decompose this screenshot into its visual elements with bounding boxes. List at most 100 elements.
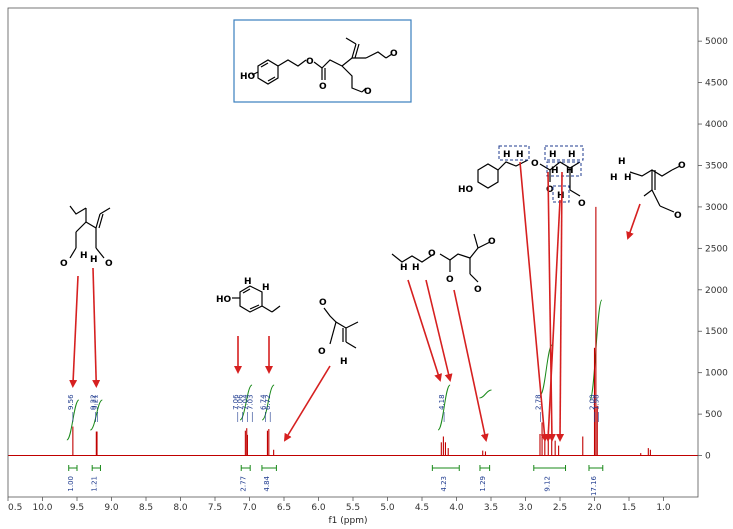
methyl-aldehyde-o-2: O	[674, 211, 682, 221]
y-tick-label: 4000	[705, 120, 728, 130]
y-tick-label: 0	[705, 452, 711, 462]
peak-label: 6.74	[259, 394, 267, 410]
methylene-fragment-structure: HO O O O H H H H H H H	[458, 145, 586, 209]
annotation-arrow	[425, 279, 453, 382]
integral-label: 17.16	[590, 475, 598, 496]
integral-curve	[479, 389, 492, 399]
x-tick-label: 7.0	[242, 503, 257, 513]
x-tick-label: 10.0	[32, 503, 52, 513]
integral-label: 1.21	[90, 476, 98, 492]
annotation-arrow	[453, 289, 489, 442]
integral-label: 4.23	[440, 476, 448, 492]
upper-h-2: H	[516, 150, 524, 160]
x-tick-label: 2.0	[587, 503, 602, 513]
annotation-arrow	[547, 171, 556, 442]
y-tick-label: 1500	[705, 327, 728, 337]
x-tick-label: 5.5	[346, 503, 360, 513]
upper-h-7: H	[557, 191, 565, 201]
annotation-arrow	[519, 161, 549, 442]
y-tick-label: 4500	[705, 79, 728, 89]
hydroxyl-label: HO	[240, 72, 256, 82]
annotation-arrow	[556, 171, 565, 442]
methyl-fragment-structure: H H H O O	[610, 157, 686, 221]
y-tick-label: 5000	[705, 37, 728, 47]
y-tick-label: 500	[705, 410, 722, 420]
ester-aldehyde-o: O	[488, 237, 496, 247]
upper-ho-label: HO	[458, 185, 474, 195]
x-tick-label: 1.0	[656, 503, 671, 513]
peak-label: 7.03	[246, 394, 254, 410]
upper-h-5: H	[551, 166, 559, 176]
ester-h-1: H	[400, 263, 408, 273]
peak-label: 9.21	[92, 394, 100, 410]
integral-curve	[239, 384, 253, 421]
methyl-h-2: H	[610, 173, 618, 183]
upper-carbonyl-o: O	[546, 185, 554, 195]
carbonyl-oxygen-label: O	[319, 82, 327, 92]
annotation-arrow	[407, 279, 442, 382]
integral-curve	[437, 384, 451, 431]
x-tick-label: 1.5	[622, 503, 636, 513]
x-tick-label: 3.0	[518, 503, 533, 513]
upper-h-6: H	[566, 166, 574, 176]
upper-aldehyde-o: O	[578, 199, 586, 209]
annotation-arrow	[544, 199, 561, 442]
peak-label: 1.98	[593, 394, 601, 410]
peak-label: 7.06	[237, 394, 245, 410]
x-tick-label: 8.0	[173, 503, 188, 513]
integral-label: 4.84	[263, 475, 271, 491]
upper-h-1: H	[503, 150, 511, 160]
phenol-ho-label: HO	[216, 295, 232, 305]
ester-oxygen-label: O	[306, 57, 314, 67]
spectrum-trace	[8, 206, 698, 457]
upper-h-3: H	[549, 150, 557, 160]
x-tick-label: 4.0	[449, 503, 464, 513]
ester-fragment-structure: H H O O O O	[391, 233, 496, 295]
integral-curve	[261, 384, 275, 421]
annotation-arrow	[92, 267, 101, 388]
x-tick-label: 5.0	[380, 503, 395, 513]
methyl-h-1: H	[618, 157, 626, 167]
ester-aldehyde-o-2: O	[474, 285, 482, 295]
phenol-h-top: H	[244, 277, 252, 287]
aldehyde-h-left: H	[80, 251, 88, 261]
y-tick-label: 3000	[705, 203, 728, 213]
peak-label: 6.72	[264, 394, 272, 410]
integral-label: 1.00	[67, 476, 75, 492]
integral-label: 2.77	[240, 476, 248, 492]
x-tick-label: 7.5	[208, 503, 222, 513]
x-tick-label: 9.0	[104, 503, 119, 513]
x-tick-label: 9.5	[70, 503, 84, 513]
upper-h-4: H	[568, 150, 576, 160]
peak-label: 9.56	[67, 394, 75, 410]
x-tick-label: 8.5	[139, 503, 153, 513]
aldehyde-o-left: O	[60, 259, 68, 269]
peak-label: 7.06	[232, 394, 240, 410]
y-tick-label: 1000	[705, 369, 728, 379]
x-tick-label: 6.0	[311, 503, 326, 513]
full-monomer-structure: HO O O O O	[240, 37, 398, 97]
peak-label: 2.00	[589, 394, 597, 410]
upper-o-label: O	[531, 159, 539, 169]
y-tick-label: 2500	[705, 244, 728, 254]
vinyl-o-left: O	[318, 347, 326, 357]
annotation-arrow	[626, 203, 641, 240]
vinyl-o-top: O	[319, 298, 327, 308]
y-tick-label: 3500	[705, 161, 728, 171]
aldehyde-o-right: O	[105, 259, 113, 269]
vinyl-h-label: H	[340, 357, 348, 367]
integral-curve	[90, 399, 103, 431]
phenol-h-right: H	[262, 283, 270, 293]
peak-label: 4.18	[438, 394, 446, 410]
x-axis-label: f1 (ppm)	[329, 516, 368, 526]
vinyl-fragment-structure: O O H	[318, 298, 359, 367]
peak-label: 2.78	[535, 394, 543, 410]
x-tick-label: 4.5	[415, 503, 429, 513]
aldehyde-h-right: H	[90, 255, 98, 265]
ester-o-label: O	[428, 249, 436, 259]
phenol-fragment-structure: HO H H	[216, 277, 281, 313]
